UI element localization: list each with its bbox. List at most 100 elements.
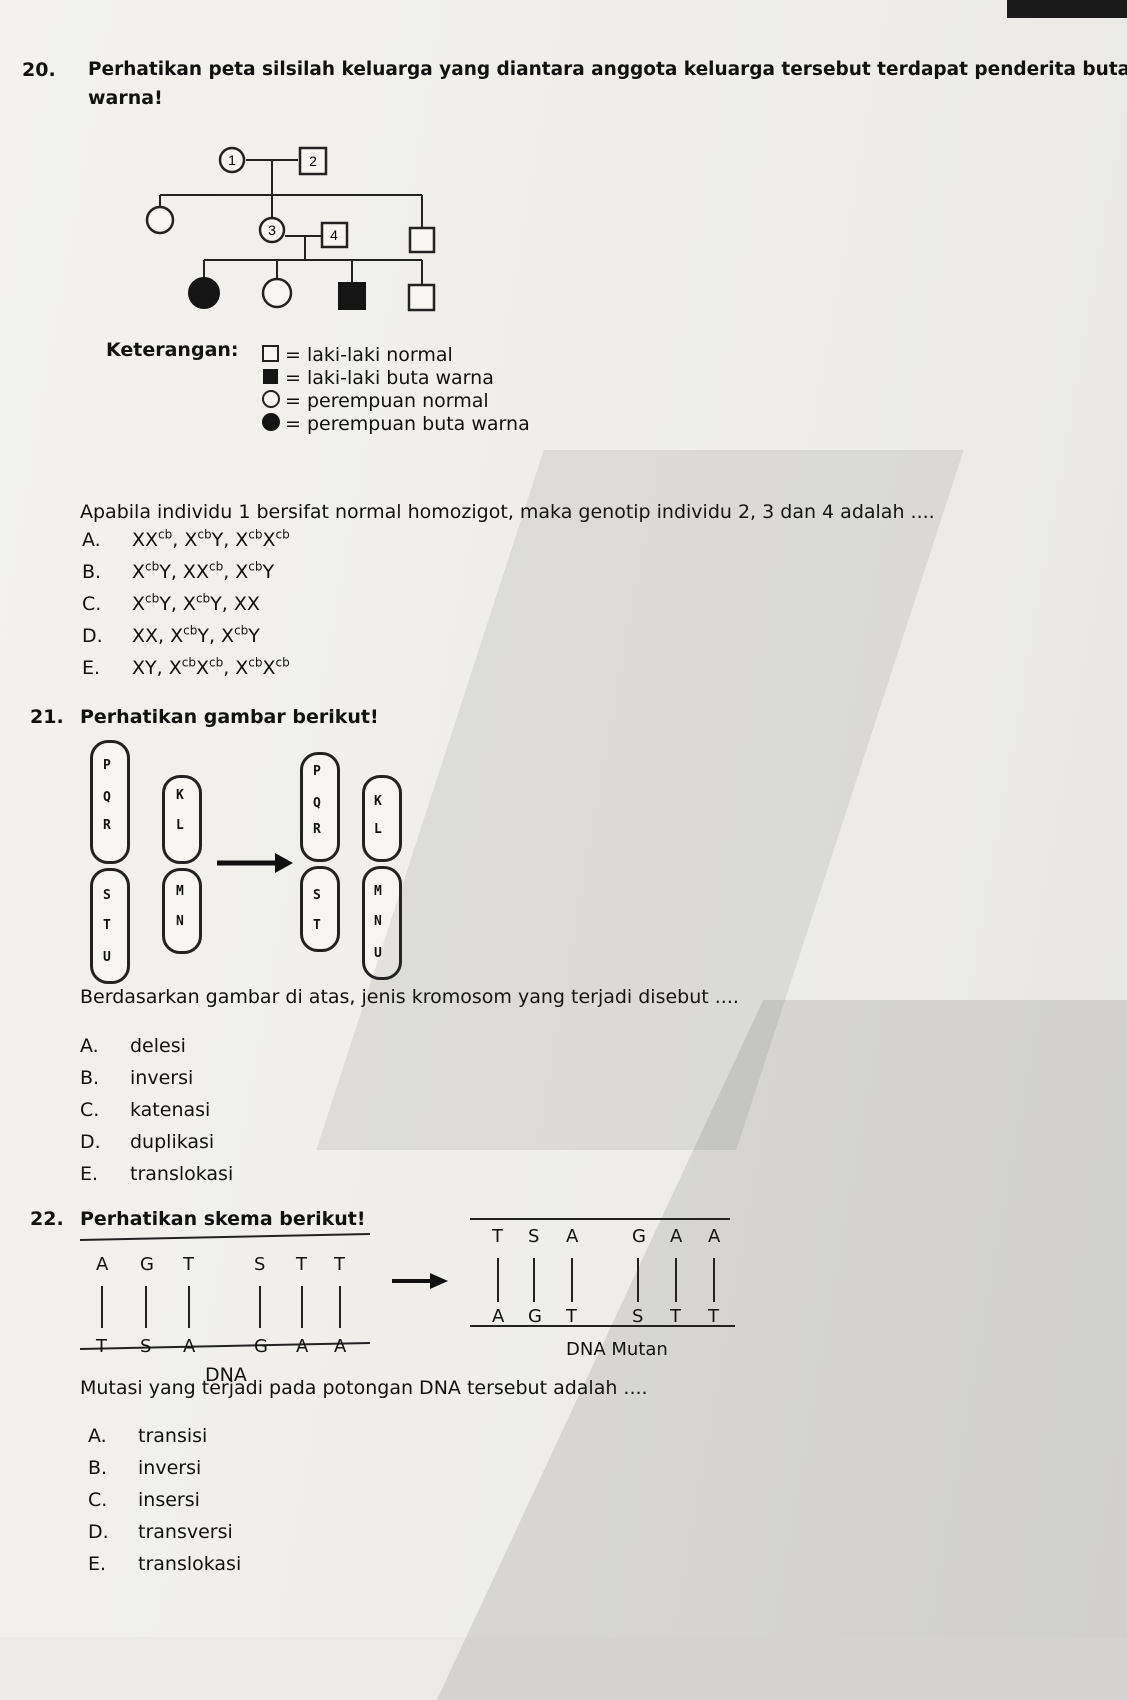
q20-stem-cont: warna!: [88, 87, 163, 109]
dna-top-bond-line: [101, 1286, 103, 1328]
before-right-gene-l: L: [176, 818, 184, 833]
photo-shadow: [316, 450, 964, 1150]
before-left-gene-r: R: [103, 818, 111, 833]
legend-symbols: [262, 345, 280, 431]
legend-female-normal-icon: [262, 390, 280, 408]
dna-bottom-base: T: [96, 1336, 107, 1357]
q20-option-d: D.XX, XcbY, XcbY: [82, 624, 260, 647]
q20-option-b: B. XcbY, XXcb, XcbY: [82, 560, 274, 583]
mutation-arrow-icon: [392, 1273, 448, 1289]
dna-top-bond-line: [259, 1286, 261, 1328]
mutant-bottom-base: G: [528, 1306, 542, 1327]
option-text: XXcb, XcbY, XcbXcb: [132, 528, 290, 552]
chromosome-before-1-upper: [90, 740, 130, 864]
before-right-gene-m: M: [176, 884, 184, 899]
q21-option-e: E. translokasi: [80, 1163, 233, 1185]
q21-number: 21.: [30, 706, 64, 728]
option-text: XcbY, XcbY, XX: [132, 592, 260, 616]
mutant-top-base: A: [708, 1226, 721, 1247]
pedigree-id-4: 4: [330, 227, 338, 243]
dna-bottom-line: [80, 1341, 370, 1351]
option-text: delesi: [130, 1035, 186, 1057]
option-letter: D.: [88, 1521, 109, 1543]
option-letter: B.: [88, 1457, 108, 1479]
mutant-top-bond-line: [497, 1258, 499, 1302]
chromosome-before-2-upper: [162, 775, 202, 864]
option-letter: C.: [80, 1099, 100, 1121]
mutant-bottom-base: A: [492, 1306, 505, 1327]
option-text: inversi: [138, 1457, 202, 1479]
option-text: XcbY, XXcb, XcbY: [132, 560, 275, 584]
mutant-top-bond-line: [675, 1258, 677, 1302]
option-letter: B.: [82, 561, 102, 584]
before-left-gene-q: Q: [103, 790, 111, 805]
after-right-gene-k: K: [374, 794, 382, 809]
q21-option-c: C. katenasi: [80, 1099, 210, 1121]
mutant-bottom-base: T: [670, 1306, 681, 1327]
q22-option-c: C.insersi: [88, 1489, 200, 1511]
after-right-gene-n: N: [374, 914, 382, 929]
q21-question: Berdasarkan gambar di atas, jenis kromos…: [80, 986, 739, 1008]
after-right-gene-l: L: [374, 822, 382, 837]
after-left-gene-s: S: [313, 888, 321, 903]
mutant-top-base: A: [670, 1226, 683, 1247]
chromosome-after-1-lower: [300, 866, 340, 952]
before-left-gene-u: U: [103, 950, 111, 965]
option-letter: A.: [80, 1035, 99, 1057]
q21-option-a: A. delesi: [80, 1035, 186, 1057]
dna-bottom-base: A: [334, 1336, 347, 1357]
q20-question: Apabila individu 1 bersifat normal homoz…: [80, 501, 935, 523]
option-text: transversi: [138, 1521, 233, 1543]
mutant-bottom-line: [470, 1325, 735, 1327]
pedigree-id-1: 1: [228, 152, 236, 168]
mutant-bottom-base: T: [566, 1306, 577, 1327]
q20-option-a: A. XXcb, XcbY, XcbXcb: [82, 528, 290, 551]
option-letter: E.: [88, 1553, 107, 1575]
option-letter: D.: [80, 1131, 101, 1153]
legend-male-colorblind-icon: [263, 369, 278, 384]
q22-number: 22.: [30, 1208, 64, 1230]
option-letter: A.: [82, 529, 101, 552]
after-right-gene-u: U: [374, 946, 382, 961]
option-letter: A.: [88, 1425, 107, 1447]
mutant-top-bond-line: [713, 1258, 715, 1302]
q21-stem: Perhatikan gambar berikut!: [80, 706, 379, 728]
q22-option-e: E. translokasi: [88, 1553, 241, 1575]
legend-item-female-colorblind: = perempuan buta warna: [285, 413, 530, 435]
dna-top-base: T: [296, 1254, 307, 1275]
before-right-gene-k: K: [176, 788, 184, 803]
mutant-top-base: S: [528, 1226, 540, 1247]
option-text: translokasi: [130, 1163, 234, 1185]
mutant-top-line: [470, 1218, 730, 1220]
q22-stem: Perhatikan skema berikut!: [80, 1208, 366, 1230]
chromosome-after-2-lower: [362, 866, 402, 980]
q20-option-e: E.XY, XcbXcb, XcbXcb: [82, 656, 290, 679]
dna-bottom-base: A: [183, 1336, 196, 1357]
mutant-top-bond-line: [533, 1258, 535, 1302]
option-letter: B.: [80, 1067, 100, 1089]
after-left-gene-p: P: [313, 764, 321, 779]
option-text: katenasi: [130, 1099, 211, 1121]
legend-item-female-normal: = perempuan normal: [285, 390, 489, 412]
option-text: insersi: [138, 1489, 200, 1511]
option-letter: E.: [80, 1163, 99, 1185]
after-left-gene-t: T: [313, 918, 321, 933]
mutant-bottom-base: T: [708, 1306, 719, 1327]
option-text: XX, XcbY, XcbY: [132, 624, 260, 648]
q21-option-d: D.duplikasi: [80, 1131, 214, 1153]
legend-title: Keterangan:: [106, 339, 239, 361]
dna-top-bond-line: [145, 1286, 147, 1328]
legend-female-colorblind-icon: [262, 413, 280, 431]
after-left-gene-q: Q: [313, 796, 321, 811]
option-text: inversi: [130, 1067, 194, 1089]
dna-top-base: T: [183, 1254, 194, 1275]
dna-bottom-base: S: [140, 1336, 152, 1357]
after-left-gene-r: R: [313, 822, 321, 837]
after-right-gene-m: M: [374, 884, 382, 899]
option-text: translokasi: [138, 1553, 242, 1575]
chromosome-before-1-lower: [90, 868, 130, 984]
photo-shadow-lower: [436, 1000, 1127, 1700]
option-letter: C.: [82, 593, 102, 616]
dna-top-base: T: [334, 1254, 345, 1275]
